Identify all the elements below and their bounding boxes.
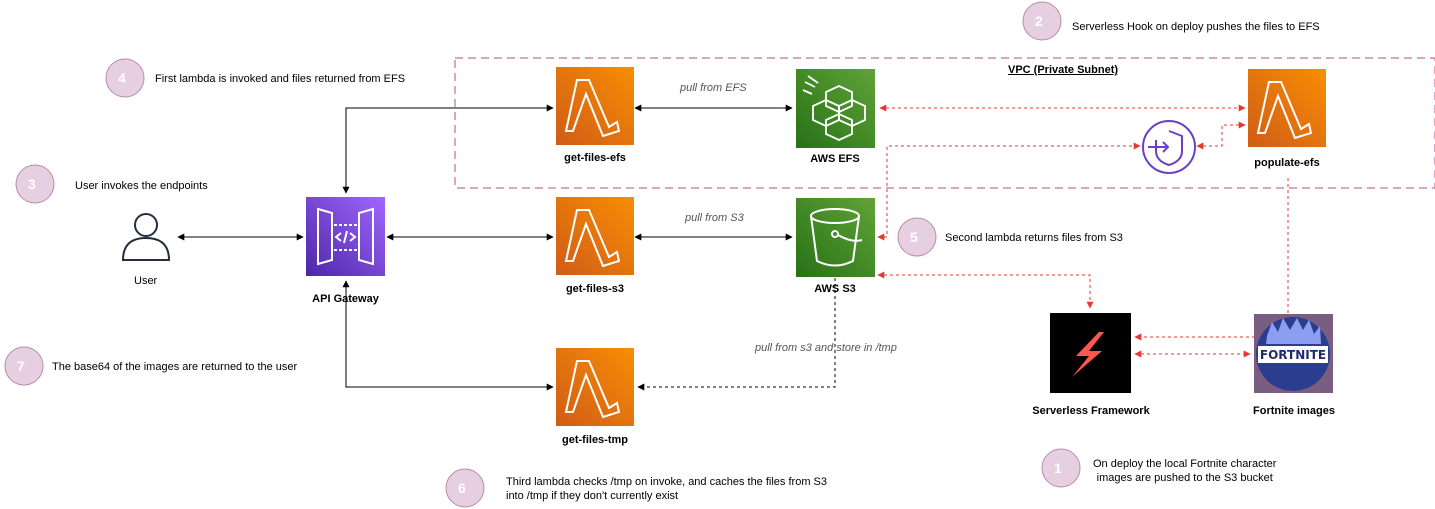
fortnite-logo: FORTNITE — [1254, 314, 1333, 393]
edge-endpoint-populate — [1196, 121, 1246, 150]
populate-efs-label: populate-efs — [1254, 157, 1320, 169]
step-7-note: The base64 of the images are returned to… — [52, 361, 298, 373]
step-badge-5 — [897, 217, 937, 257]
edge-label-pull-from-s3-tmp: pull from s3 and store in /tmp — [755, 342, 897, 354]
edge-apigw-tmplambda — [342, 280, 554, 391]
get-files-efs-label: get-files-efs — [564, 152, 626, 164]
lambda-s3-icon — [556, 197, 634, 275]
get-files-tmp-label: get-files-tmp — [562, 434, 628, 446]
step-badge-1 — [1041, 448, 1081, 488]
step-badge-2-number: 2 — [1035, 13, 1043, 29]
step-badge-5-number: 5 — [910, 229, 918, 245]
step-6-line-1: Third lambda checks /tmp on invoke, and … — [506, 476, 827, 488]
edge-label-pull-from-s3: pull from S3 — [685, 212, 744, 224]
aws-s3-icon — [796, 198, 875, 277]
step-1-line-1: On deploy the local Fortnite character — [1093, 458, 1277, 470]
lambda-tmp-icon — [556, 348, 634, 426]
step-badge-2 — [1022, 1, 1062, 41]
step-6-line-2: into /tmp if they don't currently exist — [506, 490, 679, 502]
edge-populate-serverless — [1134, 178, 1289, 341]
fortnite-images-label: Fortnite images — [1253, 405, 1335, 417]
aws-efs-icon — [796, 69, 875, 148]
step-badge-7-number: 7 — [17, 358, 25, 374]
edge-apigw-efslambda — [342, 104, 554, 194]
aws-s3-label: AWS S3 — [814, 283, 856, 295]
step-1-line-2: images are pushed to the S3 bucket — [1096, 472, 1273, 484]
step-badge-6-number: 6 — [458, 480, 466, 496]
vpc-label: VPC (Private Subnet) — [1008, 64, 1119, 76]
step-3-note: User invokes the endpoints — [75, 180, 208, 192]
vpc-endpoint-icon — [1142, 120, 1196, 174]
edge-s3-tmplambda — [637, 278, 836, 391]
api-gateway-label: API Gateway — [312, 293, 379, 305]
step-6-note: Third lambda checks /tmp on invoke, and … — [506, 475, 827, 503]
step-badge-1-number: 1 — [1054, 460, 1062, 476]
step-2-note: Serverless Hook on deploy pushes the fil… — [1072, 21, 1320, 33]
lambda-populate-icon — [1248, 69, 1326, 147]
get-files-s3-label: get-files-s3 — [565, 283, 625, 295]
step-badges — [4, 1, 1081, 508]
step-badge-4-number: 4 — [118, 70, 126, 86]
edge-label-pull-from-efs: pull from EFS — [680, 82, 747, 94]
user-icon — [121, 213, 171, 261]
step-badge-3 — [15, 164, 55, 204]
serverless-framework-label: Serverless Framework — [1032, 405, 1150, 417]
step-5-note: Second lambda returns files from S3 — [945, 232, 1123, 244]
step-badge-3-number: 3 — [28, 176, 36, 192]
edge-s3-endpoint — [877, 142, 1141, 241]
step-1-note: On deploy the local Fortnite character i… — [1093, 457, 1276, 485]
step-badge-7 — [4, 346, 44, 386]
step-4-note: First lambda is invoked and files return… — [155, 73, 406, 85]
user-label: User — [134, 275, 158, 287]
step-badge-6 — [445, 468, 485, 508]
fortnite-logo-text: FORTNITE — [1260, 348, 1326, 362]
api-gateway-icon — [306, 197, 385, 276]
step-badge-4 — [105, 58, 145, 98]
edge-s3-serverless — [877, 271, 1094, 309]
serverless-framework-icon — [1050, 313, 1131, 393]
black-connectors — [177, 104, 836, 391]
lambda-efs-icon — [556, 67, 634, 145]
aws-efs-label: AWS EFS — [810, 153, 860, 165]
